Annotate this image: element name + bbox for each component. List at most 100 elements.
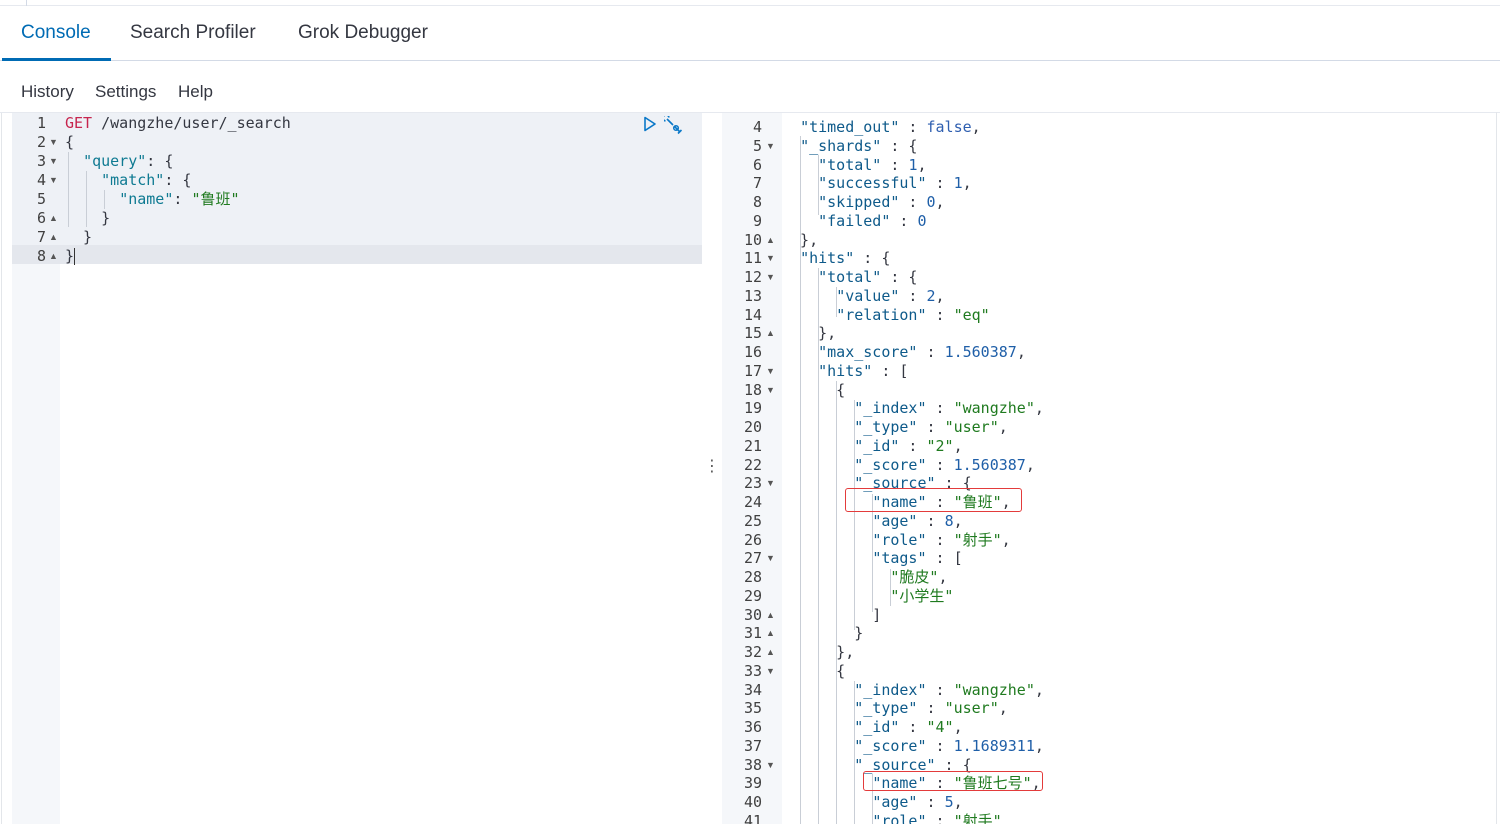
left-border bbox=[1, 113, 2, 824]
active-tab-indicator bbox=[2, 58, 111, 61]
fold-toggle-icon[interactable]: ▼ bbox=[766, 553, 775, 564]
line-number: 14 bbox=[743, 305, 762, 324]
indent-guide bbox=[854, 400, 855, 630]
request-line: } bbox=[65, 247, 75, 265]
indent-guide bbox=[854, 681, 855, 824]
fold-toggle-icon[interactable]: ▲ bbox=[766, 647, 775, 657]
response-line: "hits" : [ bbox=[818, 361, 909, 380]
fold-toggle-icon[interactable]: ▲ bbox=[766, 628, 775, 639]
line-number: 38 bbox=[743, 755, 762, 774]
line-number: 19 bbox=[743, 399, 762, 418]
request-active-line bbox=[12, 245, 702, 264]
line-number: 34 bbox=[743, 680, 762, 699]
top-divider bbox=[26, 0, 27, 6]
menu-history[interactable]: History bbox=[21, 82, 74, 101]
response-line: "脆皮", bbox=[890, 568, 948, 586]
line-number: 2 bbox=[36, 133, 46, 151]
fold-toggle-icon[interactable]: ▲ bbox=[49, 232, 58, 242]
line-number: 11 bbox=[743, 249, 762, 268]
line-number: 35 bbox=[743, 699, 762, 718]
response-line: "total" : { bbox=[818, 268, 918, 286]
fold-toggle-icon[interactable]: ▼ bbox=[766, 272, 775, 282]
line-number: 23 bbox=[743, 474, 762, 493]
line-number: 3 bbox=[36, 152, 46, 170]
response-line: "max_score" : 1.560387, bbox=[818, 343, 1026, 361]
line-number: 21 bbox=[743, 436, 762, 455]
indent-guide bbox=[890, 569, 891, 606]
line-number: 22 bbox=[743, 455, 762, 474]
fold-toggle-icon[interactable]: ▼ bbox=[49, 175, 58, 185]
indent-guide bbox=[818, 155, 819, 215]
fold-toggle-icon[interactable]: ▼ bbox=[766, 759, 775, 770]
indent-guide bbox=[800, 136, 801, 824]
menu-help[interactable]: Help bbox=[178, 82, 213, 101]
console-menu: History Settings Help bbox=[0, 61, 1500, 113]
response-line: "_score" : 1.1689311, bbox=[854, 736, 1044, 755]
response-line: "hits" : { bbox=[800, 249, 891, 268]
line-number: 24 bbox=[743, 493, 762, 511]
pane-resize-handle[interactable]: ⋮ bbox=[704, 458, 720, 475]
tab-search-profiler[interactable]: Search Profiler bbox=[130, 22, 256, 43]
response-line: "_source" : { bbox=[854, 474, 972, 493]
response-line: "_type" : "user", bbox=[854, 418, 1008, 436]
fold-toggle-icon[interactable]: ▼ bbox=[766, 665, 775, 676]
console-panes bbox=[0, 112, 1500, 824]
response-line: "successful" : 1, bbox=[818, 174, 972, 193]
run-request-button[interactable] bbox=[643, 116, 657, 137]
request-settings-button[interactable] bbox=[662, 114, 684, 141]
line-number: 10 bbox=[743, 230, 762, 249]
fold-toggle-icon[interactable]: ▲ bbox=[766, 234, 775, 245]
fold-toggle-icon[interactable]: ▼ bbox=[766, 140, 775, 151]
line-number: 17 bbox=[743, 361, 762, 380]
line-number: 27 bbox=[743, 549, 762, 568]
fold-toggle-icon[interactable]: ▼ bbox=[766, 365, 775, 376]
response-line: "_id" : "4", bbox=[854, 718, 963, 736]
response-line: ] bbox=[782, 605, 882, 624]
line-number: 32 bbox=[743, 643, 762, 661]
line-number: 9 bbox=[752, 211, 762, 230]
response-line: "_id" : "2", bbox=[854, 436, 963, 455]
indent-guide bbox=[818, 268, 819, 824]
line-number: 5 bbox=[752, 136, 762, 155]
fold-toggle-icon[interactable]: ▲ bbox=[766, 328, 775, 339]
fold-toggle-icon[interactable]: ▼ bbox=[766, 384, 775, 395]
fold-toggle-icon[interactable]: ▼ bbox=[49, 137, 58, 147]
response-line: "skipped" : 0, bbox=[818, 193, 945, 211]
response-gutter bbox=[722, 113, 782, 824]
response-line: "_type" : "user", bbox=[854, 699, 1008, 718]
fold-toggle-icon[interactable]: ▲ bbox=[766, 609, 775, 620]
response-output bbox=[782, 113, 1496, 824]
response-line: "_shards" : { bbox=[800, 136, 918, 155]
line-number: 31 bbox=[743, 624, 762, 643]
tab-bar: Console Search Profiler Grok Debugger bbox=[0, 6, 1500, 61]
fold-toggle-icon[interactable]: ▼ bbox=[766, 478, 775, 489]
request-path: /wangzhe/user/_search bbox=[101, 114, 291, 132]
tab-grok-debugger[interactable]: Grok Debugger bbox=[298, 22, 428, 43]
tab-console[interactable]: Console bbox=[21, 22, 91, 43]
response-line: "total" : 1, bbox=[818, 155, 927, 174]
menu-settings[interactable]: Settings bbox=[95, 82, 157, 101]
request-selection-highlight bbox=[12, 113, 702, 245]
response-line: "小学生" bbox=[890, 586, 954, 605]
fold-toggle-icon[interactable]: ▼ bbox=[766, 253, 775, 264]
right-border bbox=[1496, 112, 1497, 824]
line-number: 8 bbox=[36, 247, 46, 265]
fold-toggle-icon[interactable]: ▼ bbox=[49, 156, 58, 166]
line-number: 33 bbox=[743, 661, 762, 680]
fold-toggle-icon[interactable]: ▲ bbox=[49, 251, 58, 261]
response-line: }, bbox=[782, 643, 855, 661]
line-number: 15 bbox=[743, 324, 762, 343]
highlight-box bbox=[845, 488, 1022, 512]
line-number: 41 bbox=[743, 811, 762, 824]
fold-toggle-icon[interactable]: ▲ bbox=[49, 213, 58, 223]
indent-guide bbox=[836, 287, 837, 317]
request-line: "query": { bbox=[83, 152, 174, 170]
request-line: GET /wangzhe/user/_search bbox=[65, 114, 291, 133]
line-number: 28 bbox=[743, 568, 762, 586]
response-line: { bbox=[782, 380, 846, 399]
response-line: "name" : "鲁班", bbox=[872, 493, 1011, 511]
line-number: 16 bbox=[743, 343, 762, 361]
indent-guide bbox=[872, 774, 873, 824]
indent-guide bbox=[872, 494, 873, 612]
response-line: }, bbox=[782, 324, 837, 343]
